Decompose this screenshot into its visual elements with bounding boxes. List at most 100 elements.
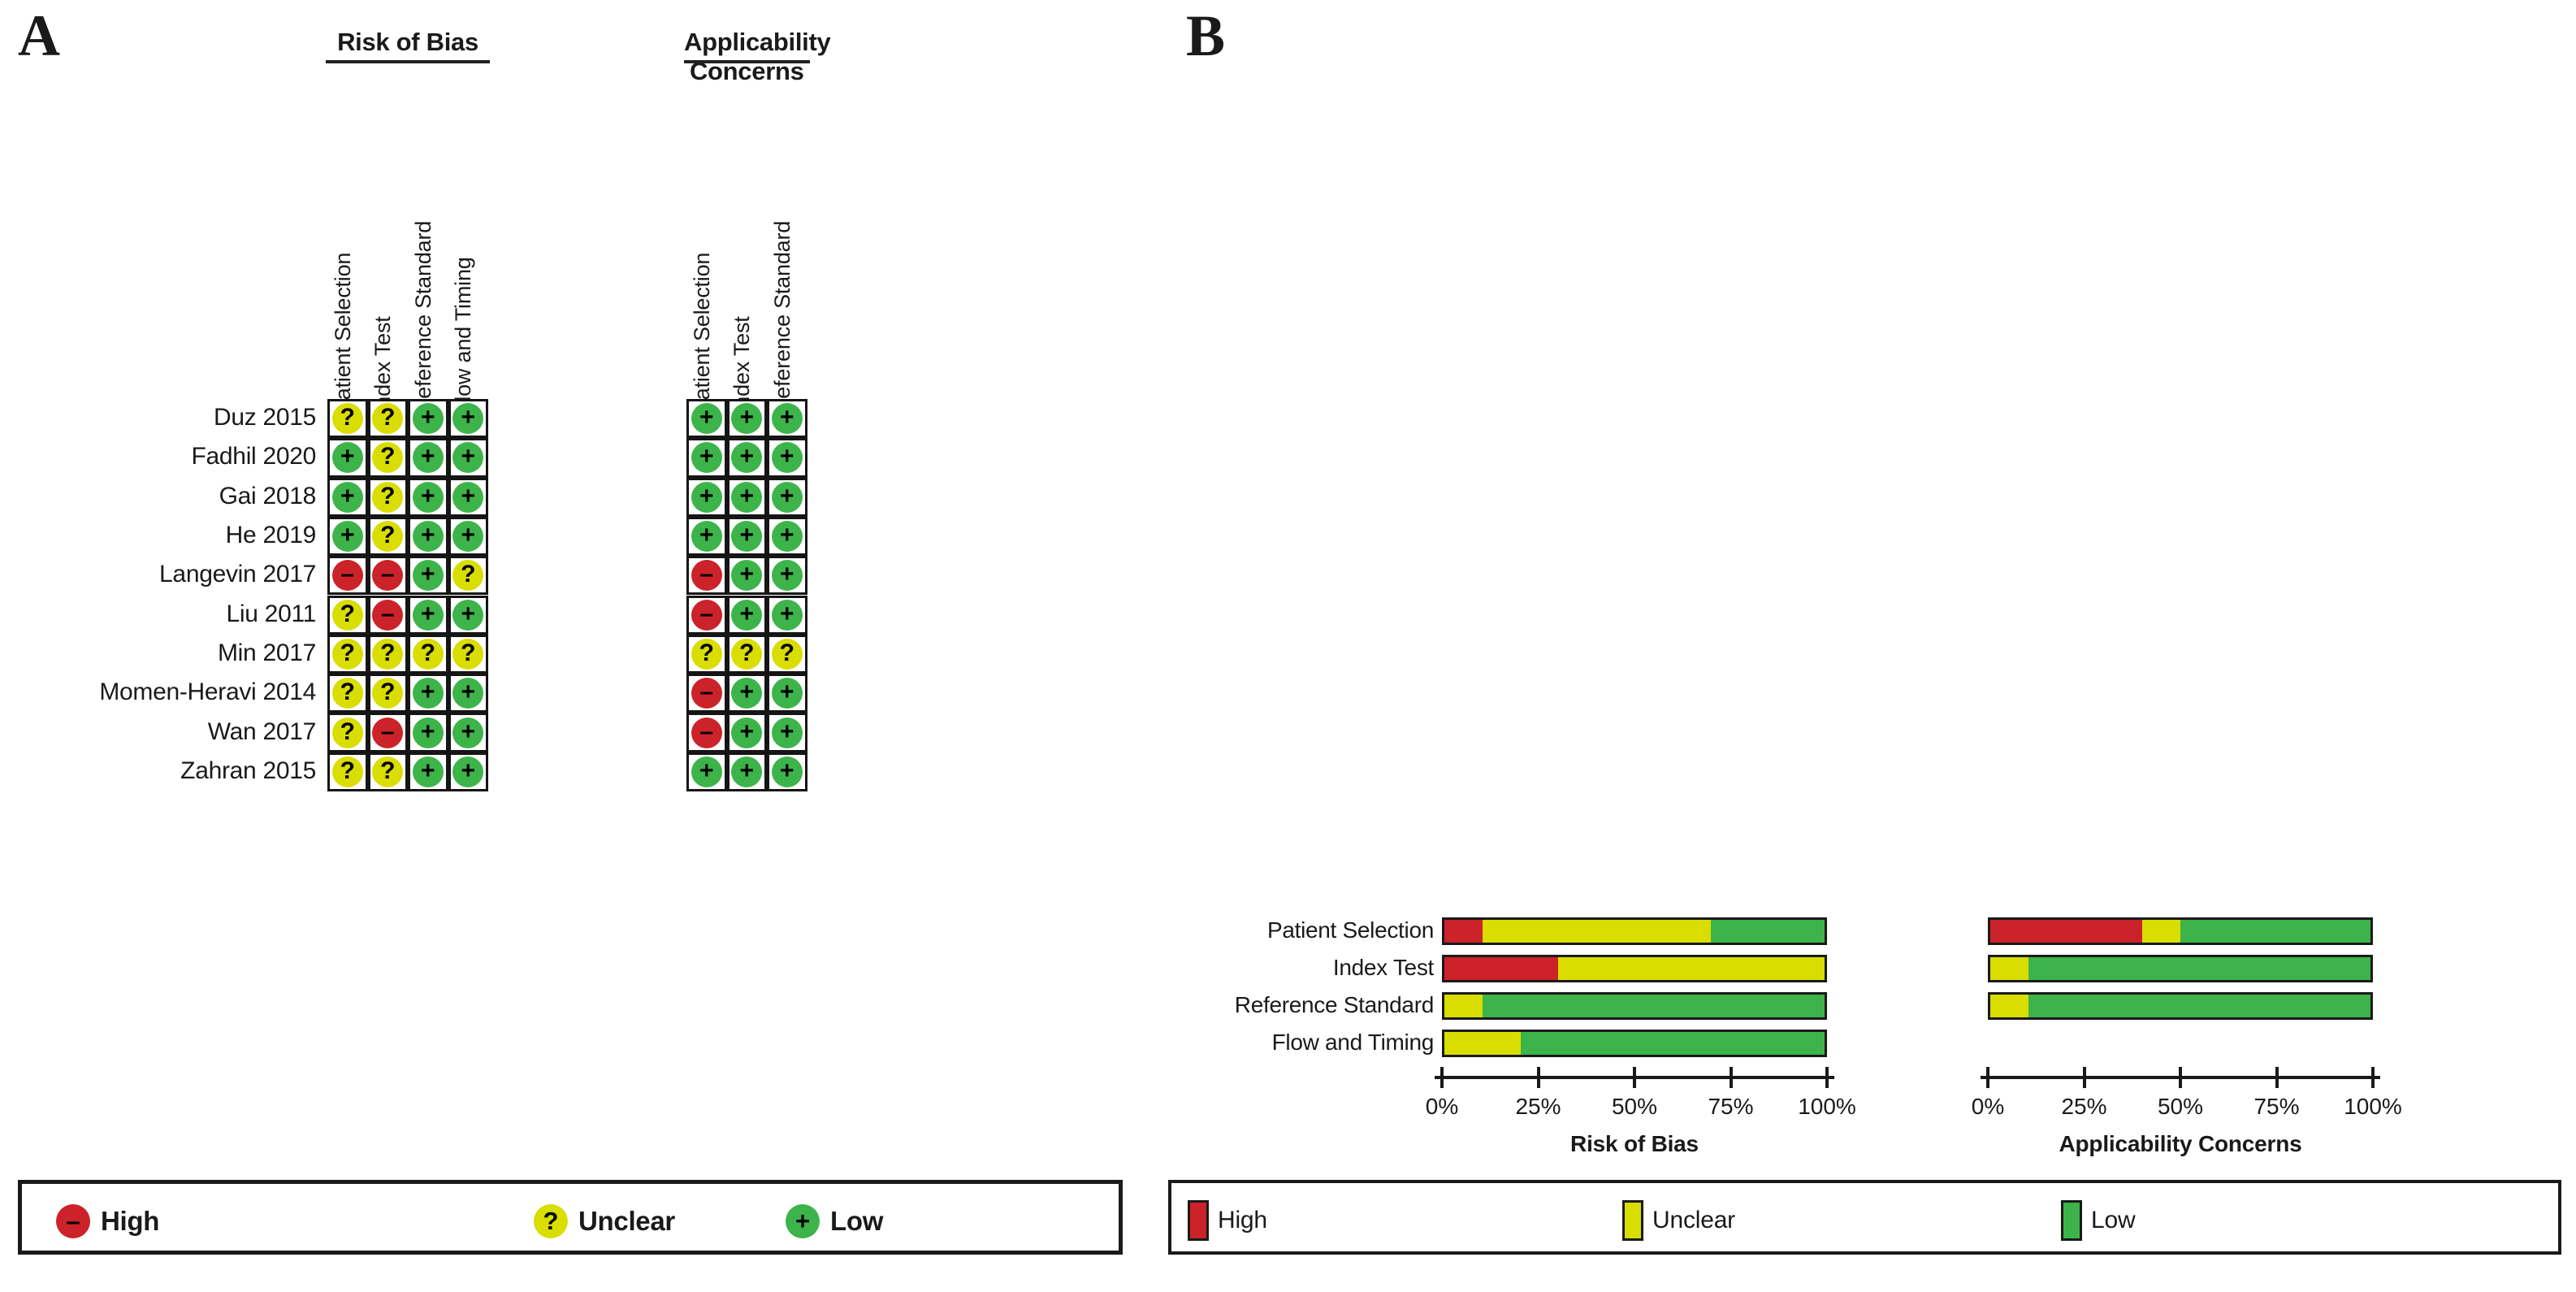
judgement-low-icon: + xyxy=(771,560,803,592)
risk-of-bias-column-header: Patient Selection xyxy=(330,252,355,414)
risk-of-bias-cell: + xyxy=(408,752,448,791)
judgement-low-icon: + xyxy=(771,599,803,631)
judgement-low-icon: + xyxy=(771,481,803,513)
judgement-low-icon: + xyxy=(452,678,484,709)
bar-segment-low xyxy=(1520,1032,1825,1055)
risk-of-bias-cell: ? xyxy=(367,516,408,557)
stacked-bar xyxy=(1442,992,1827,1020)
legend-low-icon: + xyxy=(786,1204,820,1238)
risk-of-bias-column-header: Reference Standard xyxy=(410,220,435,414)
risk-of-bias-cell: + xyxy=(408,595,448,635)
bar-segment-low xyxy=(1482,995,1825,1017)
study-label: He 2019 xyxy=(225,522,317,549)
legend-item-low: Low xyxy=(2061,1183,2136,1258)
bar-segment-low xyxy=(2028,957,2370,980)
applicability-cell: ? xyxy=(767,634,807,674)
judgement-high-icon: – xyxy=(372,560,404,592)
panel-b-label: B xyxy=(1186,3,1226,68)
risk-of-bias-cell: + xyxy=(448,595,488,635)
legend-low-swatch-icon xyxy=(2061,1200,2082,1241)
risk-of-bias-cell: ? xyxy=(327,674,368,713)
risk-of-bias-cell: + xyxy=(408,516,448,557)
applicability-cell: + xyxy=(726,752,767,791)
judgement-low-icon: + xyxy=(731,560,763,592)
applicability-cell: ? xyxy=(726,634,767,674)
bar-category-label: Patient Selection xyxy=(1266,917,1434,943)
judgement-low-icon: + xyxy=(731,599,763,631)
bar-segment-low xyxy=(1710,920,1825,943)
x-axis-tick-label: 0% xyxy=(1425,1094,1459,1119)
judgement-unclear-icon: ? xyxy=(331,756,363,787)
x-axis-tick xyxy=(2082,1067,2086,1088)
judgement-unclear-icon: ? xyxy=(372,481,404,513)
bar-segment-high xyxy=(1444,957,1559,980)
applicability-column-header: Patient Selection xyxy=(689,252,714,414)
applicability-cell: + xyxy=(686,516,727,557)
risk-of-bias-cell: ? xyxy=(367,477,408,517)
stacked-bar xyxy=(1442,1030,1827,1057)
judgement-unclear-icon: ? xyxy=(372,442,404,474)
legend-unclear-swatch-icon xyxy=(1622,1200,1643,1241)
risk-of-bias-cell: + xyxy=(448,713,488,752)
study-label: Liu 2011 xyxy=(226,600,317,627)
judgement-low-icon: + xyxy=(452,442,484,474)
x-axis-tick-label: 50% xyxy=(2157,1094,2204,1119)
bar-segment-unclear xyxy=(1558,957,1825,980)
risk-of-bias-cell: – xyxy=(367,595,408,635)
judgement-low-icon: + xyxy=(771,717,803,748)
panel-a-legend: –High?Unclear+Low xyxy=(18,1180,1123,1255)
judgement-unclear-icon: ? xyxy=(331,403,363,435)
study-label: Min 2017 xyxy=(217,639,316,666)
judgement-unclear-icon: ? xyxy=(412,638,444,670)
bar-segment-unclear xyxy=(1444,995,1483,1017)
judgement-low-icon: + xyxy=(452,756,484,787)
bar-category-label: Flow and Timing xyxy=(1271,1030,1435,1055)
risk-of-bias-cell: ? xyxy=(327,713,368,752)
bar-segment-unclear xyxy=(1444,1032,1521,1055)
risk-of-bias-cell: + xyxy=(408,674,448,713)
judgement-low-icon: + xyxy=(731,403,763,435)
study-label: Momen-Heravi 2014 xyxy=(99,679,316,706)
x-axis-tick xyxy=(2371,1067,2375,1088)
judgement-high-icon: – xyxy=(691,717,722,748)
legend-label: High xyxy=(101,1206,160,1236)
judgement-low-icon: + xyxy=(412,403,444,435)
judgement-unclear-icon: ? xyxy=(372,521,404,553)
x-axis-tick xyxy=(1440,1067,1444,1088)
applicability-column-header: Reference Standard xyxy=(769,220,794,414)
x-axis-tick-label: 25% xyxy=(2061,1094,2107,1119)
risk-of-bias-cell: + xyxy=(448,752,488,791)
risk-of-bias-cell: + xyxy=(327,438,368,478)
applicability-cell: + xyxy=(726,595,767,635)
applicability-cell: + xyxy=(767,477,807,517)
applicability-cell: + xyxy=(726,477,767,517)
x-axis-tick-label: 0% xyxy=(1971,1094,2005,1119)
chart-title: Risk of Bias xyxy=(1570,1131,1699,1156)
judgement-low-icon: + xyxy=(771,442,803,474)
applicability-cell: ? xyxy=(686,634,727,674)
stacked-bar xyxy=(1442,955,1827,982)
judgement-low-icon: + xyxy=(452,521,484,553)
legend-label: High xyxy=(1218,1207,1267,1233)
risk-of-bias-cell: ? xyxy=(327,595,368,635)
judgement-unclear-icon: ? xyxy=(771,638,803,670)
x-axis-tick xyxy=(1729,1067,1733,1088)
applicability-cell: + xyxy=(686,399,727,439)
judgement-low-icon: + xyxy=(691,756,722,787)
risk-of-bias-cell: ? xyxy=(367,752,408,791)
applicability-cell: – xyxy=(686,713,727,752)
legend-item-unclear: ?Unclear xyxy=(534,1184,675,1259)
judgement-low-icon: + xyxy=(771,678,803,709)
bar-segment-unclear xyxy=(1990,957,2028,980)
risk-of-bias-column-header: Flow and Timing xyxy=(451,257,476,414)
x-axis-tick-label: 75% xyxy=(1708,1094,1754,1119)
bar-category-label: Index Test xyxy=(1332,955,1434,980)
legend-item-low: +Low xyxy=(786,1184,883,1259)
x-axis-tick xyxy=(1633,1067,1636,1088)
legend-label: Unclear xyxy=(578,1206,675,1236)
judgement-low-icon: + xyxy=(731,521,763,553)
applicability-cell: – xyxy=(686,556,727,596)
judgement-unclear-icon: ? xyxy=(372,403,404,435)
study-label: Fadhil 2020 xyxy=(191,443,317,470)
